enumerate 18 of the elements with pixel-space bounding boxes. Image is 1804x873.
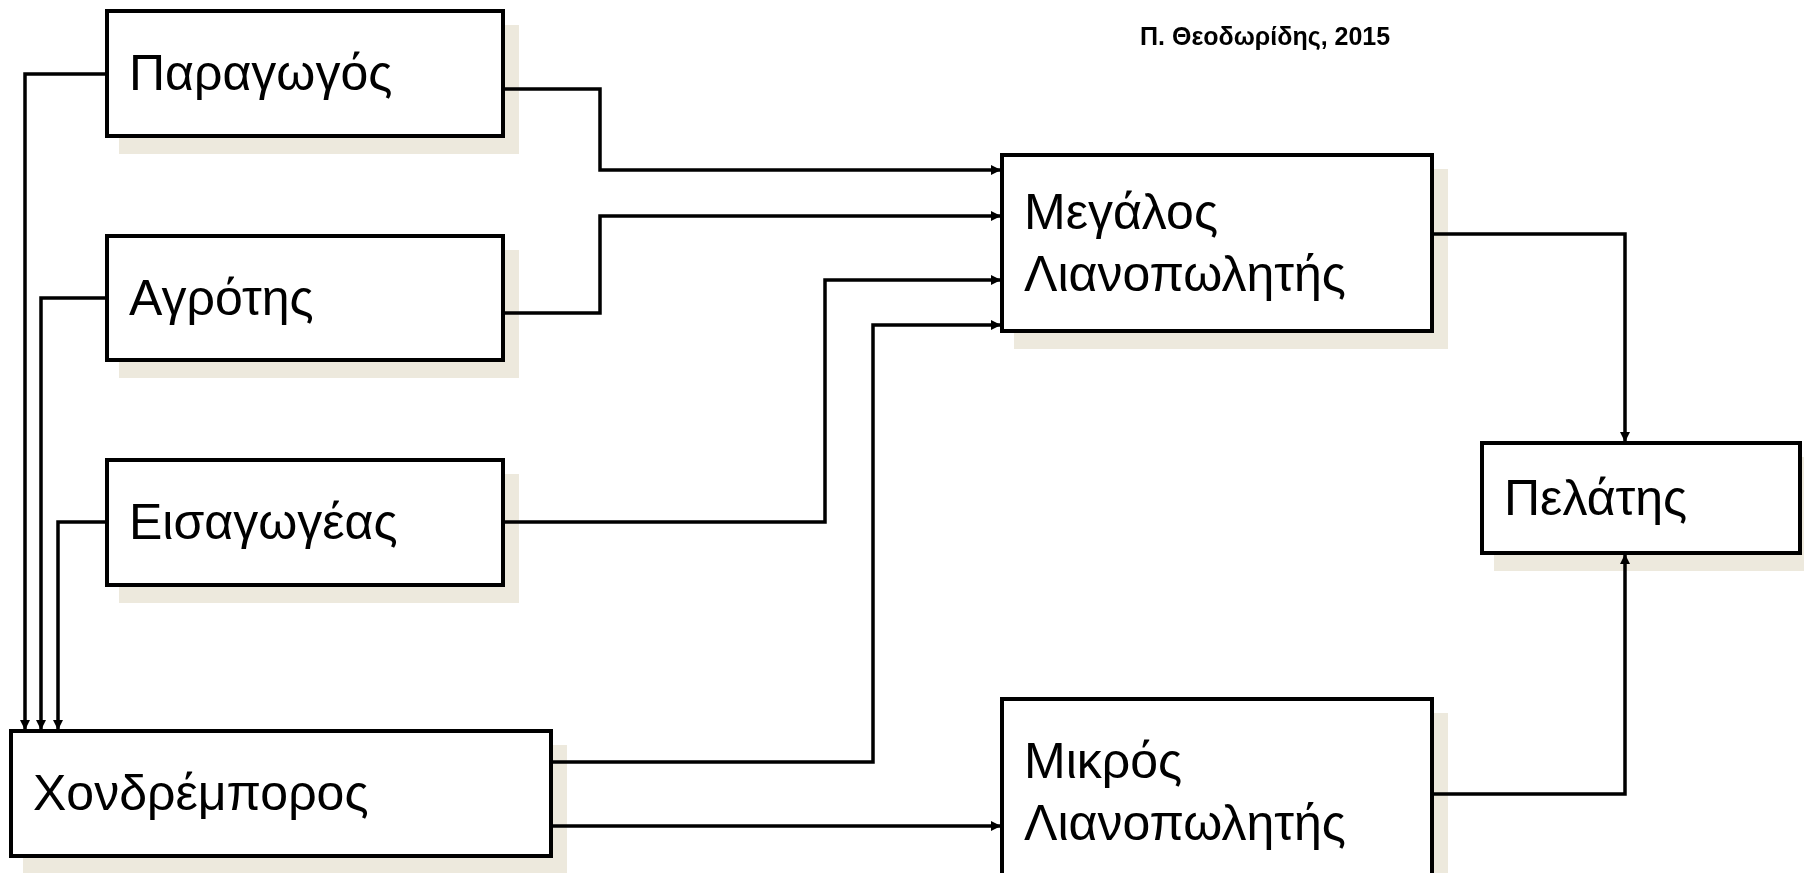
- arrow: [1434, 232, 1630, 442]
- author-credit: Π. Θεοδωρίδης, 2015: [1140, 22, 1391, 51]
- arrow: [553, 320, 1001, 764]
- box-label: Αγρότης: [129, 268, 314, 328]
- arrow: [1434, 554, 1630, 796]
- arrow: [53, 520, 105, 730]
- arrow: [20, 72, 105, 730]
- arrow: [505, 211, 1001, 315]
- arrow: [505, 275, 1001, 524]
- box-label: Παραγωγός: [129, 44, 393, 104]
- box-label: Μικρός Λιανοπωλητής: [1024, 731, 1347, 853]
- box-label: Χονδρέμπορος: [33, 764, 369, 824]
- arrow: [553, 821, 1001, 831]
- arrow: [505, 87, 1001, 175]
- box-label: Πελάτης: [1504, 468, 1688, 528]
- box-label: Μεγάλος Λιανοπωλητής: [1024, 182, 1347, 304]
- box-label: Εισαγωγέας: [129, 493, 398, 553]
- arrow: [36, 296, 105, 730]
